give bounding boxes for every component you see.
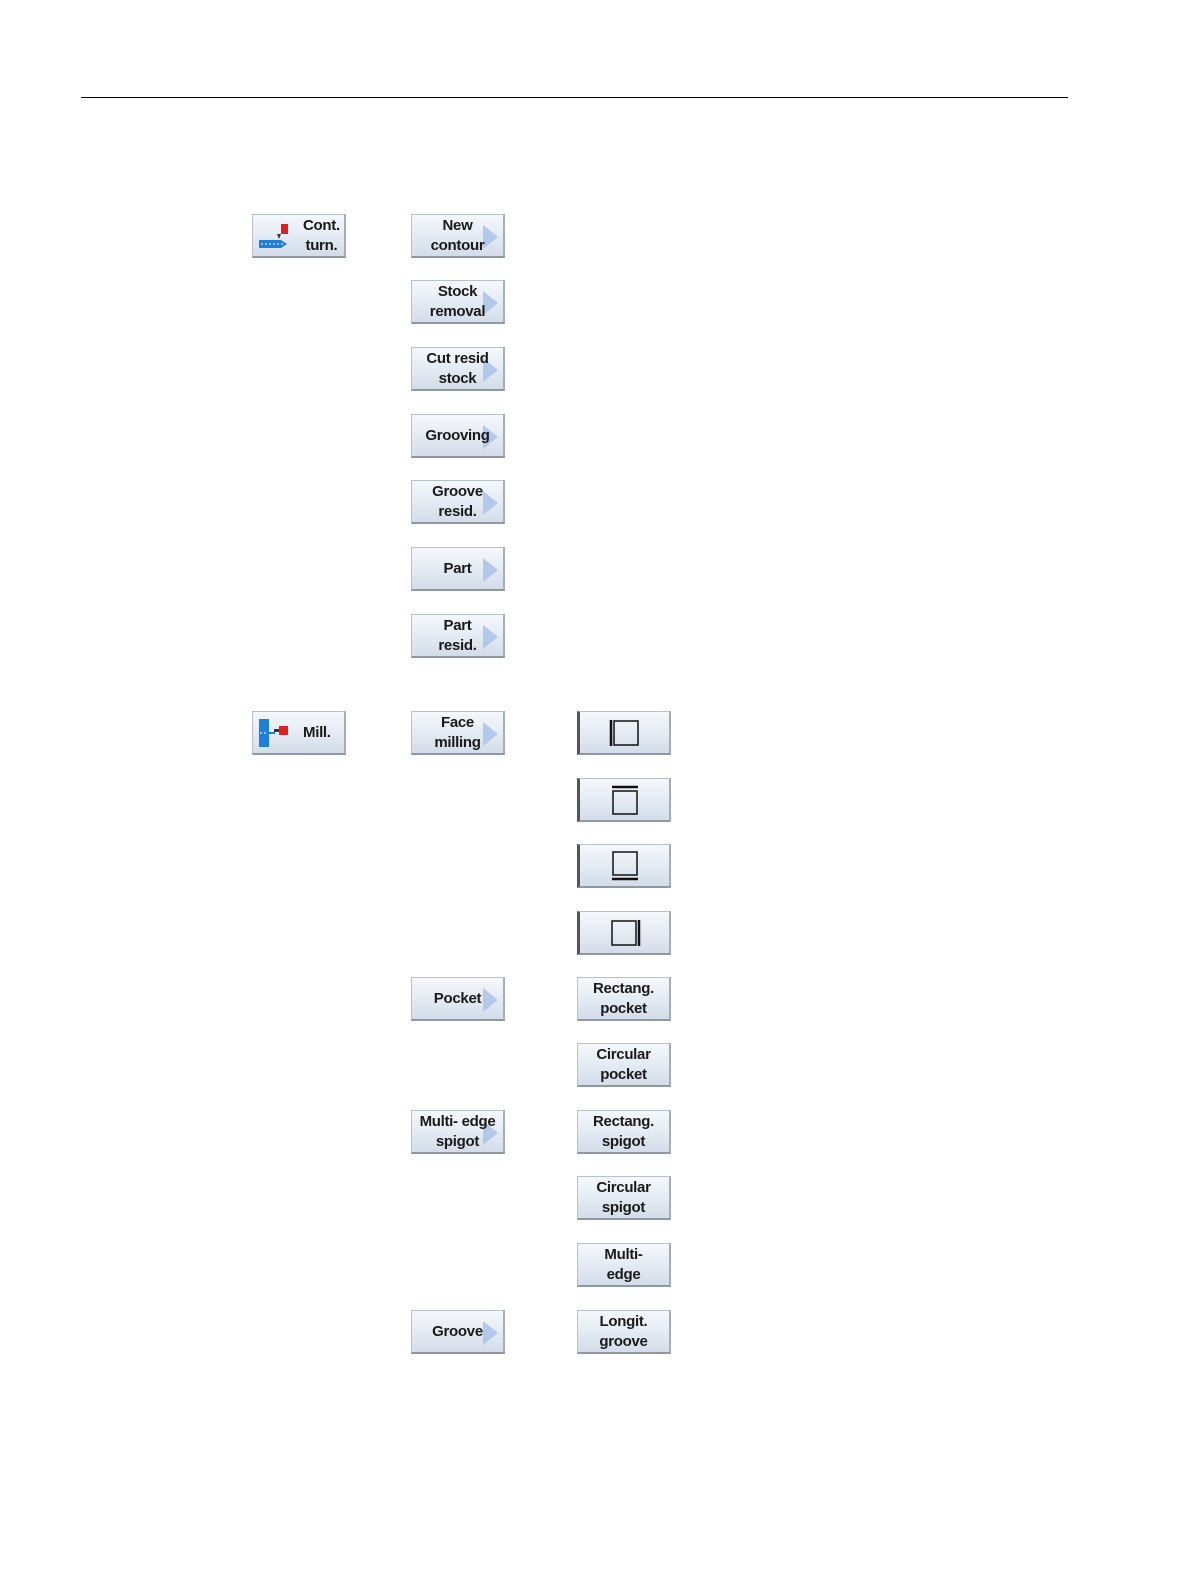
face-milling-direction-right-icon [607,918,643,948]
stock-removal-label: Stock removal [430,282,485,322]
longit-groove-softkey[interactable]: Longit. groove [577,1310,671,1354]
multi-edge-softkey[interactable]: Multi- edge [577,1243,671,1287]
mill-softkey[interactable]: Mill. [252,711,346,755]
submenu-arrow-icon [483,625,498,649]
new-contour-softkey[interactable]: New contour [411,214,505,258]
submenu-arrow-icon [483,225,498,249]
stock-removal-softkey[interactable]: Stock removal [411,280,505,324]
part-label: Part [444,559,472,579]
milling-icon [257,717,293,749]
face-milling-direction-bottom-icon [607,850,643,882]
rectang-pocket-label: Rectang. pocket [593,979,654,1019]
submenu-arrow-icon [483,558,498,582]
part-softkey[interactable]: Part [411,547,505,591]
face-milling-direction-left-icon [607,718,643,748]
mill-label: Mill. [303,723,331,743]
face-milling-left-softkey[interactable] [577,711,671,755]
grooving-label: Grooving [425,426,489,446]
submenu-arrow-icon [483,988,498,1012]
pocket-label: Pocket [434,989,481,1009]
face-milling-label: Face milling [434,713,480,753]
circular-pocket-label: Circular pocket [596,1045,650,1085]
submenu-arrow-icon [483,491,498,515]
circular-spigot-softkey[interactable]: Circular spigot [577,1176,671,1220]
circular-pocket-softkey[interactable]: Circular pocket [577,1043,671,1087]
grooving-softkey[interactable]: Grooving [411,414,505,458]
circular-spigot-label: Circular spigot [596,1178,650,1218]
groove-softkey[interactable]: Groove [411,1310,505,1354]
pocket-softkey[interactable]: Pocket [411,977,505,1021]
cont-turn-softkey[interactable]: Cont. turn. [252,214,346,258]
groove-resid-label: Groove resid. [432,482,483,522]
part-resid-label: Part resid. [438,616,476,656]
groove-resid-softkey[interactable]: Groove resid. [411,480,505,524]
face-milling-bottom-softkey[interactable] [577,844,671,888]
header-rule [81,97,1068,98]
face-milling-softkey[interactable]: Face milling [411,711,505,755]
new-contour-label: New contour [431,216,485,256]
cut-resid-stock-label: Cut resid stock [426,349,488,389]
groove-label: Groove [432,1322,483,1342]
multi-edge-label: Multi- edge [604,1245,642,1285]
face-milling-right-softkey[interactable] [577,911,671,955]
rectang-pocket-softkey[interactable]: Rectang. pocket [577,977,671,1021]
submenu-arrow-icon [483,722,498,746]
cut-resid-stock-softkey[interactable]: Cut resid stock [411,347,505,391]
rectang-spigot-softkey[interactable]: Rectang. spigot [577,1110,671,1154]
part-resid-softkey[interactable]: Part resid. [411,614,505,658]
contour-turning-icon [257,220,293,252]
submenu-arrow-icon [483,1321,498,1345]
face-milling-direction-top-icon [607,784,643,816]
longit-groove-label: Longit. groove [599,1312,647,1352]
rectang-spigot-label: Rectang. spigot [593,1112,654,1152]
multi-edge-spigot-softkey[interactable]: Multi- edge spigot [411,1110,505,1154]
cont-turn-label: Cont. turn. [303,216,340,256]
submenu-arrow-icon [483,291,498,315]
multi-edge-spigot-label: Multi- edge spigot [420,1112,496,1152]
face-milling-top-softkey[interactable] [577,778,671,822]
